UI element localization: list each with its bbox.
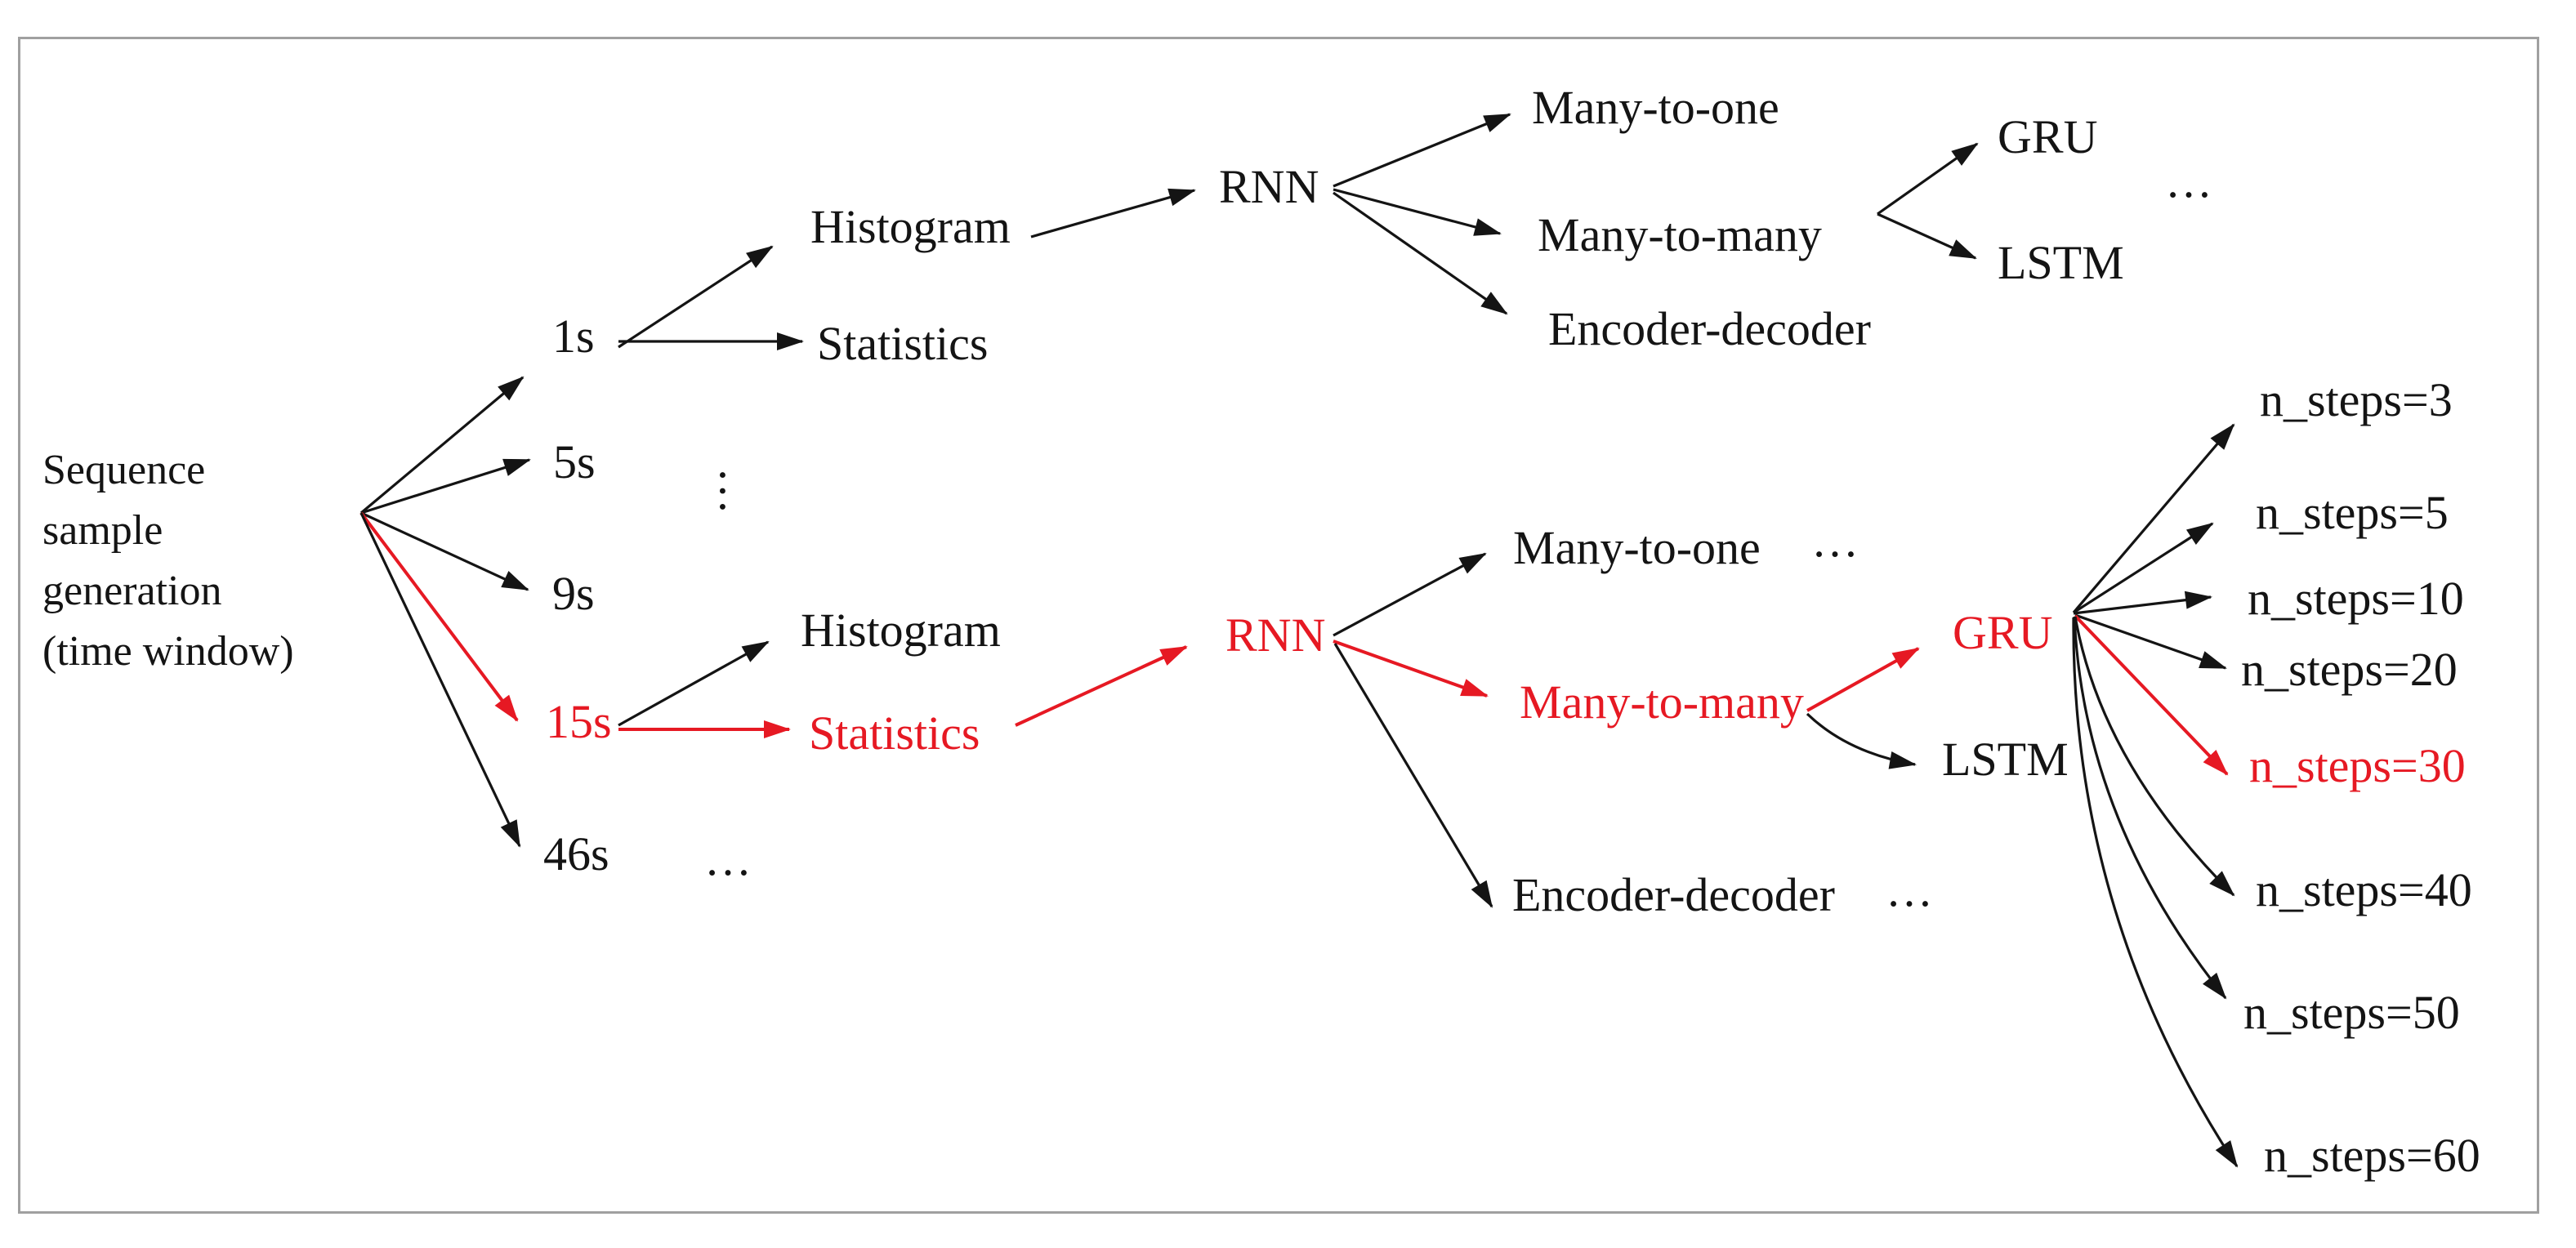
node-windows-vertical-ellipsis: … [710,467,763,518]
node-window-5s: 5s [553,435,596,488]
node-n-steps-3: n_steps=3 [2260,373,2453,426]
node-n-steps-30: n_steps=30 [2249,739,2466,792]
node-statistics-top: Statistics [817,317,989,370]
node-histogram-top: Histogram [810,200,1011,253]
node-window-15s: 15s [546,695,612,748]
node-window-9s: 9s [552,567,595,620]
node-many-to-one-mid: Many-to-one [1513,521,1761,574]
node-n-steps-50: n_steps=50 [2243,986,2460,1039]
figure-border-frame [18,37,2539,1214]
node-statistics-bottom: Statistics [809,706,980,760]
node-many-to-one-top: Many-to-one [1532,81,1779,134]
node-rnn-mid: RNN [1225,608,1326,662]
node-window-1s: 1s [552,310,595,363]
node-many-to-one-mid-ellipsis: … [1811,514,1862,567]
node-n-steps-60: n_steps=60 [2264,1129,2480,1182]
node-lstm-top: LSTM [1998,236,2124,289]
node-many-to-many-top: Many-to-many [1538,208,1822,261]
node-gru-top: GRU [1998,110,2098,163]
node-n-steps-5: n_steps=5 [2256,486,2449,539]
node-root-line-1: Sequence [42,447,206,493]
node-gru-mid: GRU [1953,606,2053,659]
node-lstm-mid: LSTM [1942,733,2069,786]
node-n-steps-40: n_steps=40 [2256,863,2472,916]
node-n-steps-10: n_steps=10 [2248,572,2464,625]
node-many-to-many-mid: Many-to-many [1520,675,1804,729]
node-encoder-decoder-bottom: Encoder-decoder [1512,868,1835,921]
node-gru-top-ellipsis: … [2165,154,2216,207]
node-rnn-top: RNN [1219,160,1319,213]
node-windows-ellipsis: … [704,832,755,885]
node-root-line-3: generation [42,568,222,614]
node-n-steps-20: n_steps=20 [2241,643,2458,696]
node-histogram-bottom: Histogram [801,604,1001,657]
node-window-46s: 46s [543,827,609,880]
node-encoder-decoder-bottom-ellipsis: … [1886,863,1936,916]
node-root-line-4: (time window) [42,628,294,675]
node-encoder-decoder-top: Encoder-decoder [1548,302,1871,355]
node-root-line-2: sample [42,507,163,554]
